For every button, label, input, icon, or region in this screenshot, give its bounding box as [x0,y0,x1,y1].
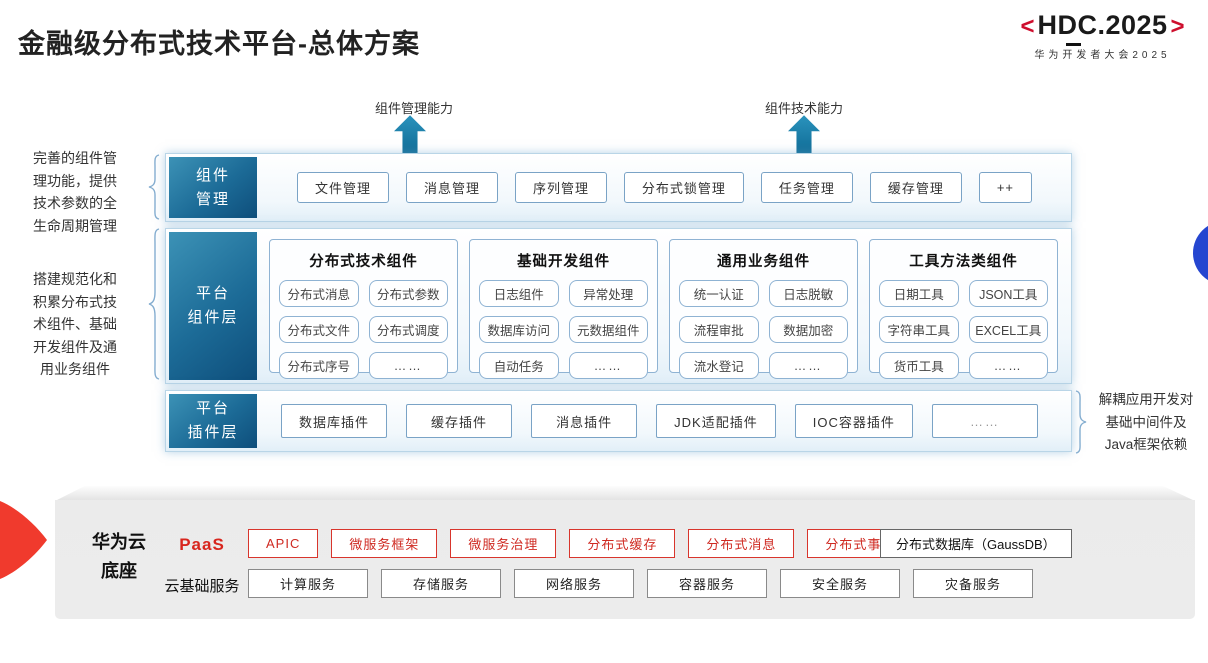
cloud-service-item: 容器服务 [647,569,767,598]
platform-plugin-item: 数据库插件 [281,404,388,438]
platform-top-bevel [55,486,1195,501]
cloud-service-item: 安全服务 [780,569,900,598]
basic-dev-item: 日志组件 [479,280,559,307]
logo-subtitle: 华为开发者大会2025 [1034,50,1171,61]
note-platform-components: 搭建规范化和 积累分布式技 术组件、基础 开发组件及通 用业务组件 [33,271,117,377]
tool-method-item: 日期工具 [879,280,959,307]
distributed-tech-item: 分布式消息 [279,280,359,307]
note-decouple: 解耦应用开发对 基础中间件及 Java框架依赖 [1098,392,1194,452]
basic-dev-item: 元数据组件 [568,316,648,343]
platform-plugin-item: JDK适配插件 [656,404,776,438]
brace-left-row1 [148,154,160,220]
cloud-services-label: 云基础服务 [164,578,240,595]
brace-left-row2 [148,228,160,380]
common-business-item: …… [768,352,848,379]
common-business-item: 数据加密 [768,316,848,343]
logo-right-bracket: > [1170,13,1185,40]
common-business-item: 日志脱敏 [768,280,848,307]
up-arrow-icon [788,115,820,155]
cloud-service-item: 计算服务 [248,569,368,598]
note-component-mgmt: 完善的组件管 理功能，提供 技术参数的全 生命周期管理 [33,150,117,234]
blue-circle-decoration [1193,221,1208,285]
platform-plugin-items: 数据库插件缓存插件消息插件 JDK适配插件 IOC容器插件 …… [257,394,1068,448]
platform-plugin-item: 缓存插件 [406,404,513,438]
tool-method-item: 货币工具 [879,352,959,379]
basic-dev-item: 异常处理 [568,280,648,307]
layer-platform-plugins: 平台 插件层 数据库插件缓存插件消息插件 JDK适配插件 IOC容器插件 …… [165,390,1072,452]
column-common-business: 通用业务组件 统一认证日志脱敏流程审批数据加密流水登记 …… [669,239,858,379]
basic-dev-item: …… [568,352,648,379]
red-pointer-icon [0,501,47,579]
distributed-tech-item: 分布式调度 [368,316,448,343]
layer-label-platform-plugins: 平台 插件层 [169,394,257,448]
column-title: 分布式技术组件 [309,254,418,270]
component-mgmt-item: 文件管理 [297,172,390,203]
up-arrow-icon [394,115,426,155]
basic-dev-item: 自动任务 [479,352,559,379]
tool-method-item: 字符串工具 [879,316,959,343]
column-title: 工具方法类组件 [909,254,1018,270]
component-mgmt-item: 消息管理 [405,172,498,203]
distributed-tech-item: 分布式文件 [279,316,359,343]
layer-label-component-mgmt: 组件 管理 [169,157,257,218]
page-title: 金融级分布式技术平台-总体方案 [18,29,420,59]
cloud-service-item: 存储服务 [381,569,501,598]
layer-label-platform-components: 平台 组件层 [169,232,257,380]
distributed-tech-item: 分布式参数 [368,280,448,307]
paas-item: APIC [248,529,319,558]
component-mgmt-item: 序列管理 [514,172,607,203]
column-distributed-tech: 分布式技术组件 分布式消息分布式参数分布式文件分布式调度分布式序号 …… [269,239,458,379]
component-mgmt-item: 分布式锁管理 [623,172,744,203]
capability-label-mgmt: 组件管理能力 [375,101,454,116]
component-mgmt-item: 缓存管理 [869,172,962,203]
platform-component-columns: 分布式技术组件 分布式消息分布式参数分布式文件分布式调度分布式序号 …… 基础开发… [257,232,1068,380]
component-mgmt-items: 文件管理消息管理序列管理分布式锁管理任务管理缓存管理 ++ [257,157,1068,218]
tool-method-item: EXCEL工具 [968,316,1048,343]
column-title: 通用业务组件 [717,254,810,270]
paas-item: 微服务治理 [450,529,557,558]
common-business-item: 流程审批 [679,316,759,343]
platform-plugin-item: 消息插件 [531,404,638,438]
logo-left-bracket: < [1020,13,1035,40]
paas-label: PaaS [179,535,225,554]
logo-c-underline [1066,43,1081,46]
cloud-service-item: 灾备服务 [913,569,1033,598]
platform-plugin-item: …… [931,404,1038,438]
huawei-cloud-platform [55,500,1195,619]
paas-item: 分布式消息 [688,529,795,558]
hdc-logo: < HDC.2025 > 华为开发者大会2025 [1000,10,1205,61]
brace-right-row3 [1075,390,1087,454]
cloud-service-item: 网络服务 [514,569,634,598]
column-tool-methods: 工具方法类组件 日期工具 JSON工具字符串工具 EXCEL工具货币工具 …… [869,239,1058,379]
gaussdb-box: 分布式数据库（GaussDB） [880,529,1072,558]
platform-plugin-item: IOC容器插件 [794,404,913,438]
common-business-item: 统一认证 [679,280,759,307]
paas-item: 分布式缓存 [569,529,676,558]
basic-dev-item: 数据库访问 [479,316,559,343]
common-business-item: 流水登记 [679,352,759,379]
column-title: 基础开发组件 [517,254,610,270]
layer-platform-components: 平台 组件层 分布式技术组件 分布式消息分布式参数分布式文件分布式调度分布式序号… [165,228,1072,384]
component-mgmt-item: ++ [978,172,1032,203]
distributed-tech-item: …… [368,352,448,379]
tool-method-item: …… [968,352,1048,379]
foundation-label: 华为云 底座 [92,532,146,581]
logo-text: HDC.2025 [1037,10,1168,40]
layer-component-mgmt: 组件 管理 文件管理消息管理序列管理分布式锁管理任务管理缓存管理 ++ [165,153,1072,222]
component-mgmt-item: 任务管理 [760,172,853,203]
tool-method-item: JSON工具 [968,280,1048,307]
distributed-tech-item: 分布式序号 [279,352,359,379]
column-basic-dev: 基础开发组件 日志组件异常处理数据库访问元数据组件自动任务 …… [469,239,658,379]
capability-label-tech: 组件技术能力 [765,101,844,116]
cloud-service-items: 计算服务存储服务网络服务容器服务安全服务灾备服务 [248,569,1033,598]
paas-item: 微服务框架 [331,529,438,558]
